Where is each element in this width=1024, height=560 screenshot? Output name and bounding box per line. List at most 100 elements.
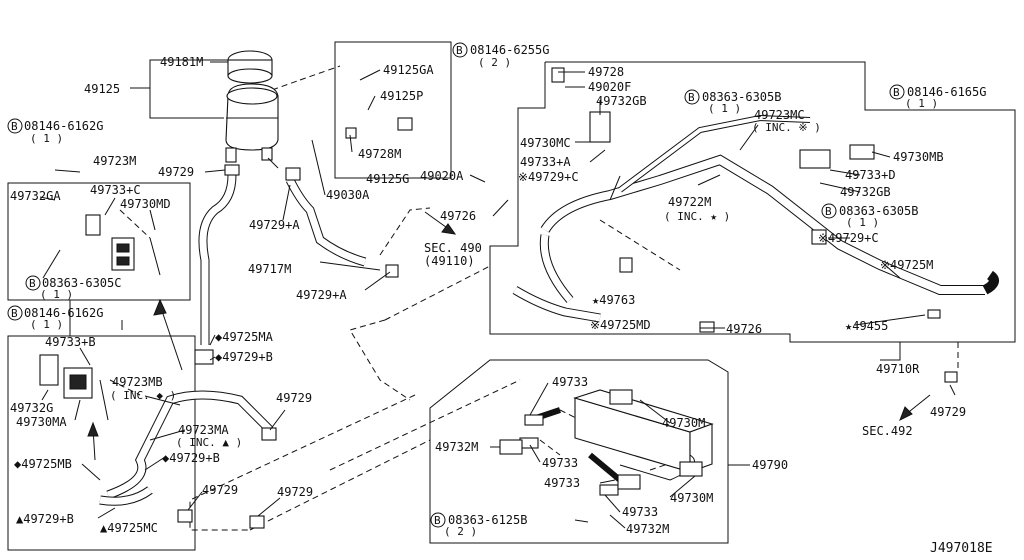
callout-49725MC: ▲49725MC [100, 521, 158, 535]
callout-49726-b: 49726 [726, 322, 762, 336]
callout-49020F: 49020F [588, 80, 631, 94]
svg-text:B: B [456, 44, 463, 57]
callout-08363-6305B-b: 08363-6305B [839, 204, 918, 218]
callout-08363-6305B-a: 08363-6305B [702, 90, 781, 104]
callout-49729A-1: 49729+A [249, 218, 300, 232]
callout-49729B-r: ◆49729+B [215, 350, 273, 364]
section-ref-490-sub: (49110) [424, 254, 475, 268]
bolt-marker-icon: B [25, 275, 41, 291]
frame-right-assembly [489, 61, 1016, 343]
hoses [99, 114, 999, 506]
callout-inc: ( INC. ▲ ) [176, 436, 242, 449]
callout-qty: ( 2 ) [444, 525, 477, 538]
callout-49733D: 49733+D [845, 168, 896, 182]
svg-text:B: B [11, 307, 18, 320]
callout-49729-top: 49729 [158, 165, 194, 179]
callout-49732M-1: 49732M [435, 440, 478, 454]
frame-left-upper [7, 182, 191, 301]
callout-49730MA: 49730MA [16, 415, 67, 429]
callout-49181M: 49181M [160, 55, 203, 69]
svg-text:B: B [29, 277, 36, 290]
callout-49723M: 49723M [93, 154, 136, 168]
callout-labels: 49181M 49125 08146-6162G ( 1 ) 49723M 49… [10, 43, 993, 556]
callout-49732GA: 49732GA [10, 189, 61, 203]
arrows [87, 211, 931, 461]
callout-49729C-b: ※49729+C [818, 231, 879, 245]
callout-49020A: 49020A [420, 169, 464, 183]
callout-49725MB: ◆49725MB [14, 457, 72, 471]
callout-49125P: 49125P [380, 89, 423, 103]
arrow-sec492-icon [899, 406, 913, 422]
callout-49732GB-b: 49732GB [840, 185, 891, 199]
callout-49710R: 49710R [876, 362, 920, 376]
reservoir-tank [225, 50, 279, 169]
svg-text:B: B [11, 120, 18, 133]
callout-49729B-mid: ◆49729+B [162, 451, 220, 465]
section-ref-492: SEC.492 [862, 424, 913, 438]
callout-qty: ( 2 ) [478, 56, 511, 69]
arrow-up-icon [153, 298, 167, 316]
callout-49729A-2: 49729+A [296, 288, 347, 302]
svg-text:B: B [434, 514, 441, 527]
arrow-up-icon-2 [87, 421, 99, 437]
callout-49733A: 49733+A [520, 155, 571, 169]
callout-49725MA: ◆49725MA [215, 330, 274, 344]
callout-49729B-bot: ▲49729+B [16, 512, 74, 526]
callout-49733-4: 49733 [622, 505, 658, 519]
callout-08363-6125B: 08363-6125B [448, 513, 527, 527]
frame-left-lower [7, 335, 196, 551]
arrow-sec490-icon [441, 223, 457, 235]
callout-qty: ( 1 ) [846, 216, 879, 229]
callout-49733-2: 49733 [542, 456, 578, 470]
callout-49125GA: 49125GA [383, 63, 434, 77]
callout-49728M: 49728M [358, 147, 401, 161]
callout-49723MA: 49723MA [178, 423, 229, 437]
callout-08146-6162G-a: 08146-6162G [24, 119, 103, 133]
callout-49722M: 49722M [668, 195, 711, 209]
callout-49717M: 49717M [248, 262, 291, 276]
callout-49726-a: 49726 [440, 209, 476, 223]
callout-49730MB: 49730MB [893, 150, 944, 164]
callout-49730MD: 49730MD [120, 197, 171, 211]
bolt-marker-icon: B [430, 512, 446, 528]
bolt-marker-icon: B [7, 305, 23, 321]
frames [7, 41, 1016, 551]
bolt-marker-icon: B [7, 118, 23, 134]
leader-lines [39, 59, 956, 529]
callout-08146-6165G: 08146-6165G [907, 85, 986, 99]
callout-08146-6255G: 08146-6255G [470, 43, 549, 57]
callout-qty: ( 1 ) [905, 97, 938, 110]
callout-49125G: 49125G [366, 172, 409, 186]
callout-49733B: 49733+B [45, 335, 96, 349]
callout-49125: 49125 [84, 82, 120, 96]
section-ref-490: SEC. 490 [424, 241, 482, 255]
callout-49790: 49790 [752, 458, 788, 472]
callout-49729-low2: 49729 [277, 485, 313, 499]
bolt-marker-icon: B [821, 203, 837, 219]
callout-49725M: ※49725M [880, 258, 933, 272]
bolt-markers: B B B B B B B B [7, 42, 905, 528]
callout-inc: ( INC. ★ ) [664, 210, 730, 223]
frame-cooler [429, 359, 729, 544]
svg-text:B: B [688, 91, 695, 104]
callout-qty: ( 1 ) [708, 102, 741, 115]
callout-49729-r: 49729 [930, 405, 966, 419]
callout-49723MC: 49723MC [754, 108, 805, 122]
callout-49732M-2: 49732M [626, 522, 669, 536]
callout-49728: 49728 [588, 65, 624, 79]
callout-49733-3: 49733 [544, 476, 580, 490]
callout-49725MD: ※49725MD [590, 318, 651, 332]
frame-bracket-set [334, 41, 452, 179]
callout-49455: ★49455 [845, 319, 888, 333]
callout-49732GB-a: 49732GB [596, 94, 647, 108]
bolt-marker-icon: B [684, 89, 700, 105]
callout-49733-1: 49733 [552, 375, 588, 389]
diagram-id: J497018E [930, 541, 993, 556]
callout-49733C: 49733+C [90, 183, 141, 197]
bolt-marker-icon: B [452, 42, 468, 58]
callout-49763: ★49763 [592, 293, 635, 307]
callout-qty: ( 1 ) [30, 318, 63, 331]
callout-49030A: 49030A [326, 188, 370, 202]
